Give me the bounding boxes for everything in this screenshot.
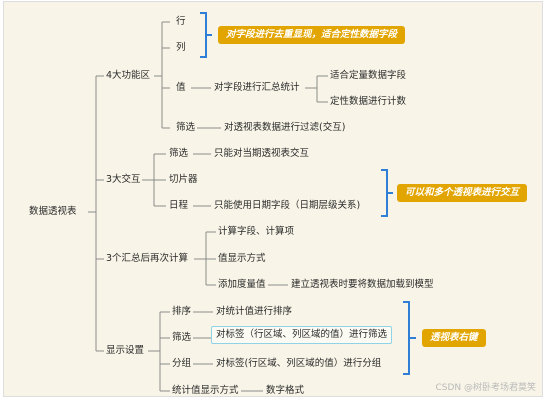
display-sort: 排序 xyxy=(172,306,192,317)
edge-interact xyxy=(142,153,166,207)
display-filter: 筛选 xyxy=(172,332,192,343)
zones-value-desc: 对字段进行汇总统计 xyxy=(214,82,300,93)
branch-recalc: 3个汇总后再次计算 xyxy=(106,253,189,264)
callout-rowcol: 对字段进行去重显现，适合定性数据字段 xyxy=(218,26,406,44)
watermark: CSDN @树卧考场君莫笑 xyxy=(435,383,536,393)
zones-filter-desc: 对透视表数据进行过滤(交互) xyxy=(224,122,346,133)
display-format-desc: 数字格式 xyxy=(266,385,305,396)
zones-filter: 筛选 xyxy=(176,122,196,133)
recalc-show: 值显示方式 xyxy=(218,253,266,264)
edge-recalc xyxy=(194,231,216,286)
mindmap-canvas: 数据透视表 4大功能区 行 列 值 对字段进行汇总统计 适合定量数据字段 定性数… xyxy=(3,1,543,397)
branch-zones: 4大功能区 xyxy=(106,70,151,81)
root-node: 数据透视表 xyxy=(29,206,77,217)
display-group-desc: 对标签(行区域、列区域的值）进行分组 xyxy=(216,358,382,369)
edge-zones-value-children xyxy=(305,75,328,103)
summary-brackets xyxy=(200,12,416,375)
edge-display xyxy=(148,311,170,392)
callout-interact: 可以和多个透视表进行交互 xyxy=(397,184,528,202)
recalc-measure-desc: 建立透视表时要将数据加载到模型 xyxy=(291,279,434,290)
recalc-measure: 添加度量值 xyxy=(218,279,266,290)
display-filter-desc: 对标签（行区域、列区域的值）进行筛选 xyxy=(211,326,393,344)
zones-value: 值 xyxy=(176,82,186,93)
interact-slicer: 切片器 xyxy=(169,174,198,185)
interact-filter-desc: 只能对当期透视表交互 xyxy=(214,148,310,159)
zones-row: 行 xyxy=(176,16,186,27)
bracket-rowcol xyxy=(200,12,212,58)
edge-display-children xyxy=(193,311,263,392)
bracket-interact xyxy=(381,169,393,217)
branch-interact: 3大交互 xyxy=(106,174,141,185)
interact-filter: 筛选 xyxy=(169,148,189,159)
display-group: 分组 xyxy=(172,358,192,369)
edge-lines xyxy=(88,21,328,392)
mindmap-edges xyxy=(88,12,416,392)
edge-interact-children xyxy=(193,153,211,207)
display-format: 统计值显示方式 xyxy=(172,385,239,396)
edge-root-branches xyxy=(96,75,104,352)
callout-display: 透视表右键 xyxy=(422,329,486,347)
zones-value-quant: 适合定量数据字段 xyxy=(330,70,407,81)
interact-timeline: 日程 xyxy=(169,200,189,211)
display-sort-desc: 对统计值进行排序 xyxy=(216,306,293,317)
recalc-calc: 计算字段、计算项 xyxy=(218,226,295,237)
bracket-display xyxy=(403,301,416,375)
zones-col: 列 xyxy=(176,42,186,53)
branch-display: 显示设置 xyxy=(106,345,145,356)
edge-zones xyxy=(154,21,170,129)
interact-timeline-desc: 只能使用日期字段（日期层级关系) xyxy=(214,200,361,211)
zones-value-qual: 定性数据进行计数 xyxy=(330,96,407,107)
